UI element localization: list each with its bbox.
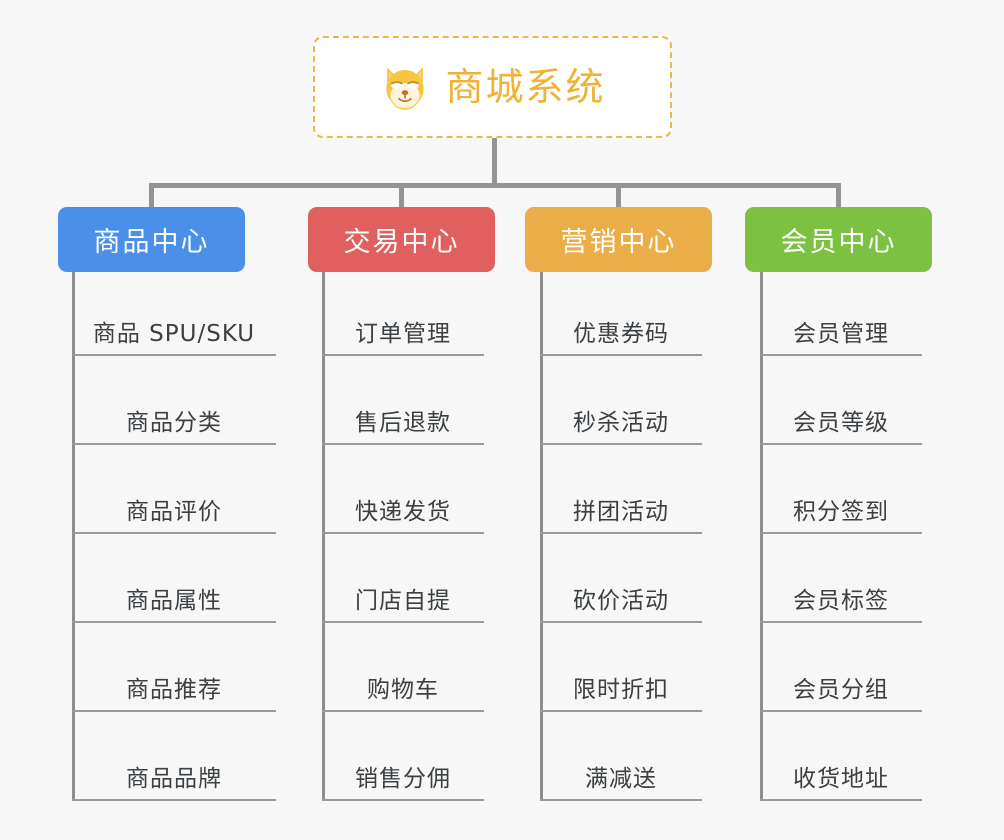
- category-header-label: 商品中心: [93, 227, 210, 258]
- branch-item-underline: [760, 354, 922, 356]
- root-node[interactable]: 商城系统: [313, 36, 672, 138]
- branch-item-label: 商品属性: [126, 588, 222, 614]
- branch-item-underline: [72, 799, 276, 801]
- branch-item-label: 商品评价: [126, 499, 222, 525]
- branch-item-label: 收货地址: [793, 766, 889, 792]
- branch-spine: [72, 272, 75, 801]
- category-header-product[interactable]: 商品中心: [58, 207, 245, 272]
- branch-item-label: 售后退款: [355, 410, 451, 436]
- category-header-label: 营销中心: [560, 227, 677, 258]
- branch-item-label: 积分签到: [793, 499, 889, 525]
- branch-item-label: 会员管理: [793, 321, 889, 347]
- branch-item-label: 商品分类: [126, 410, 222, 436]
- branch-spine: [322, 272, 325, 801]
- branch-item-underline: [540, 532, 702, 534]
- category-header-label: 交易中心: [343, 227, 460, 258]
- connector-drop-1: [149, 183, 154, 209]
- root-title: 商城系统: [445, 65, 606, 109]
- branch-item-underline: [322, 621, 484, 623]
- branch-item-underline: [322, 532, 484, 534]
- category-header-label: 会员中心: [780, 227, 897, 258]
- connector-horizontal-bar: [150, 183, 840, 188]
- branch-item-underline: [322, 799, 484, 801]
- branch-item-underline: [760, 532, 922, 534]
- branch-item-underline: [760, 710, 922, 712]
- branch-item-label: 快递发货: [355, 499, 451, 525]
- branch-item-underline: [540, 621, 702, 623]
- branch-item-underline: [760, 799, 922, 801]
- branch-item-underline: [322, 354, 484, 356]
- branch-item-label: 满减送: [585, 766, 657, 792]
- connector-drop-2: [399, 183, 404, 209]
- connector-root-stem: [492, 138, 497, 186]
- branch-item-label: 会员标签: [793, 588, 889, 614]
- branch-item-underline: [72, 354, 276, 356]
- branch-item-underline: [540, 443, 702, 445]
- branch-item-label: 销售分佣: [355, 766, 451, 792]
- connector-drop-4: [836, 183, 841, 209]
- branch-item-underline: [540, 354, 702, 356]
- branch-item-label: 商品品牌: [126, 766, 222, 792]
- branch-item-label: 会员分组: [793, 677, 889, 703]
- branch-item-label: 限时折扣: [573, 677, 669, 703]
- branch-item-label: 商品 SPU/SKU: [92, 321, 256, 347]
- category-header-member[interactable]: 会员中心: [745, 207, 932, 272]
- branch-item-label: 会员等级: [793, 410, 889, 436]
- branch-item-label: 拼团活动: [573, 499, 669, 525]
- branch-item-label: 砍价活动: [573, 588, 669, 614]
- branch-item-underline: [72, 710, 276, 712]
- branch-item-underline: [72, 443, 276, 445]
- connector-drop-3: [616, 183, 621, 209]
- branch-item-underline: [760, 443, 922, 445]
- branch-item-label: 订单管理: [355, 321, 451, 347]
- branch-item-underline: [322, 710, 484, 712]
- shiba-dog-icon: [386, 67, 425, 110]
- branch-item-underline: [540, 799, 702, 801]
- branch-item-label: 商品推荐: [126, 677, 222, 703]
- branch-item-underline: [72, 621, 276, 623]
- branch-item-underline: [72, 532, 276, 534]
- branch-spine: [760, 272, 763, 801]
- branch-item-underline: [760, 621, 922, 623]
- branch-item-label: 购物车: [367, 677, 439, 703]
- category-header-trade[interactable]: 交易中心: [308, 207, 495, 272]
- branch-item-label: 优惠券码: [573, 321, 669, 347]
- branch-spine: [540, 272, 543, 801]
- branch-item-label: 门店自提: [355, 588, 451, 614]
- branch-item-underline: [540, 710, 702, 712]
- branch-item-underline: [322, 443, 484, 445]
- branch-item-label: 秒杀活动: [573, 410, 669, 436]
- category-header-marketing[interactable]: 营销中心: [525, 207, 712, 272]
